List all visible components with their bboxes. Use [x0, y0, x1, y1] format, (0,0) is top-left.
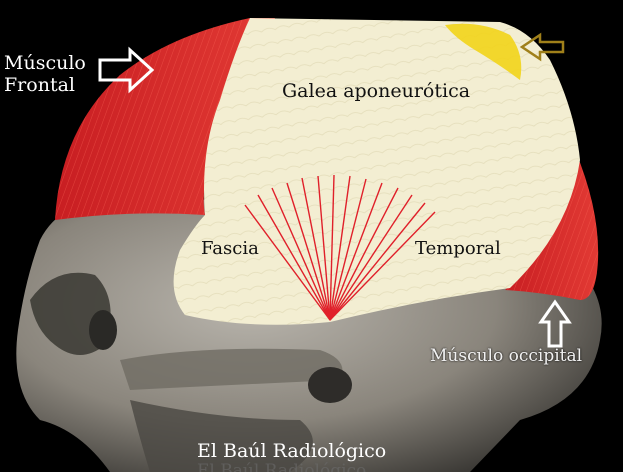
label-musculo-occipital: Músculo occipital [430, 346, 583, 366]
label-frontal-line1: Músculo [4, 52, 86, 74]
outline-arrow-up-icon [538, 299, 572, 348]
credit-watermark-shadow: El Baúl Radiológico [197, 461, 367, 472]
highlight-region [445, 23, 522, 80]
zygomatic-arch [120, 348, 343, 390]
outline-arrow-left-icon [519, 32, 565, 62]
label-fascia: Fascia [201, 238, 259, 259]
label-musculo-frontal: Músculo Frontal [4, 52, 86, 96]
label-temporal: Temporal [415, 238, 501, 259]
label-galea: Galea aponeurótica [282, 80, 471, 102]
outline-arrow-right-icon [98, 46, 155, 94]
credit-watermark: El Baúl Radiológico [197, 440, 387, 462]
ear-canal [89, 310, 117, 350]
temporal-fascia-fibers [244, 174, 436, 321]
jaw-shadow [130, 400, 313, 472]
label-frontal-line2: Frontal [4, 74, 75, 96]
mastoid-shadow [308, 367, 352, 403]
